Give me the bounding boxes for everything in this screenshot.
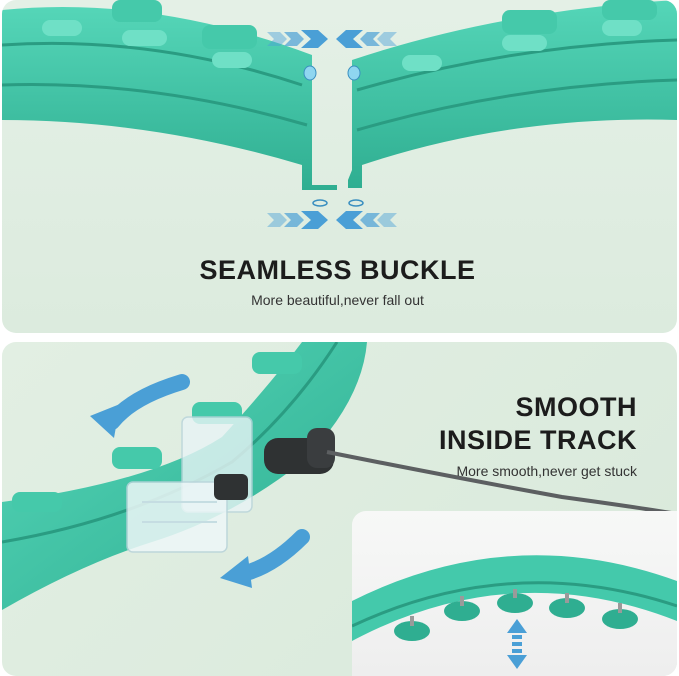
- slot-icon: [348, 199, 364, 207]
- inner-track-illustration: [352, 555, 677, 669]
- smooth-track-panel: [2, 342, 677, 676]
- slot-icon: [312, 199, 328, 207]
- hoop-left-half: [2, 0, 337, 190]
- buckle-illustration: [2, 0, 677, 229]
- pin-icon: [347, 65, 361, 81]
- pin-icon: [303, 65, 317, 81]
- section-title-line-2: INSIDE TRACK: [438, 425, 637, 455]
- section-title-line-1: SMOOTH: [515, 392, 637, 422]
- arrow-left-icon: [336, 30, 397, 48]
- arrow-head-icon: [90, 404, 120, 438]
- hoop-right-half: [348, 0, 677, 188]
- massage-node: [394, 593, 638, 641]
- arrow-right-icon: [267, 30, 328, 48]
- weight-mount: [214, 428, 335, 500]
- arrow-left-icon: [336, 211, 397, 229]
- section-subtitle: More beautiful,never fall out: [251, 292, 424, 308]
- spring: [410, 589, 622, 626]
- track-illustration: [2, 342, 677, 610]
- curved-arrow-icon: [104, 374, 190, 430]
- up-down-arrow-icon: [507, 619, 527, 669]
- section-subtitle: More smooth,never get stuck: [456, 463, 637, 479]
- inner-track-closeup: [352, 511, 677, 676]
- seamless-buckle-panel: [2, 0, 677, 333]
- arrow-head-icon: [220, 556, 252, 588]
- section-title: SEAMLESS BUCKLE: [199, 255, 476, 285]
- arrow-right-icon: [267, 211, 328, 229]
- curved-arrow-icon: [234, 529, 310, 582]
- weight-cord: [326, 450, 677, 516]
